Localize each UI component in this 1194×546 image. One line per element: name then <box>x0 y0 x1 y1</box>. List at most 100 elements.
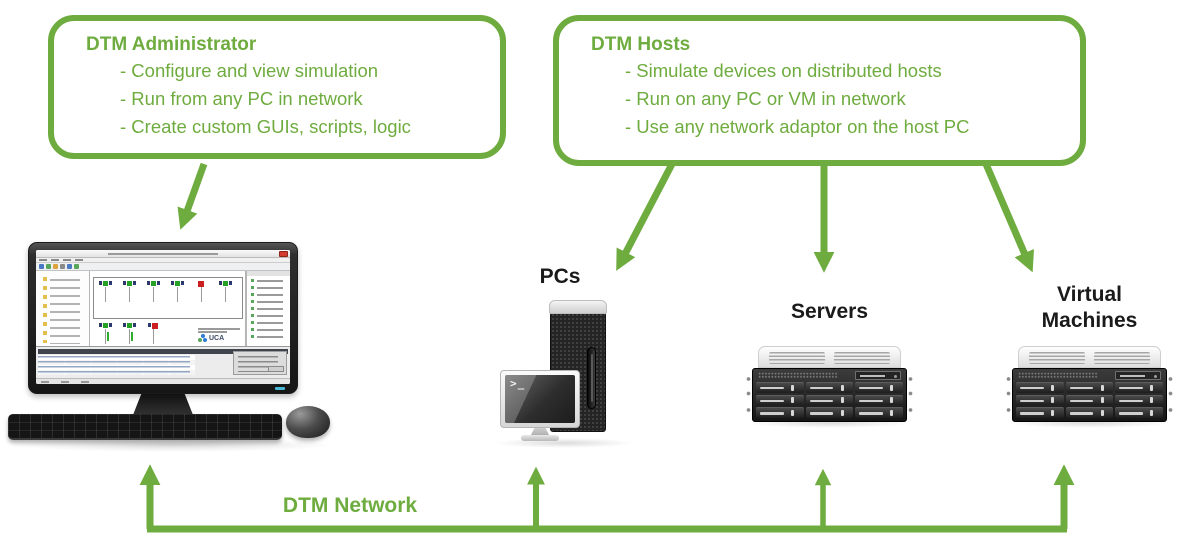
device-glyph <box>98 323 112 346</box>
terminal-monitor-stand <box>530 428 550 437</box>
drive-bay <box>1065 382 1114 393</box>
callout-bullet: - Configure and view simulation <box>120 60 379 81</box>
drive-panel <box>1115 371 1161 380</box>
callout-bullet: - Create custom GUIs, scripts, logic <box>120 116 411 137</box>
table-header <box>38 349 288 354</box>
app-titlebar <box>36 250 290 258</box>
drive-bay <box>855 394 903 406</box>
drive-bay <box>1016 407 1064 418</box>
perforation-grille <box>758 372 838 379</box>
drive-bay <box>855 407 903 418</box>
keyboard <box>8 414 282 440</box>
app-title-text <box>108 253 218 255</box>
table-text <box>38 356 191 375</box>
selection-rect <box>93 277 243 319</box>
device-glyph <box>194 281 208 305</box>
callout-dtm-administrator: DTM Administrator - Configure and view s… <box>48 15 506 159</box>
monitor: UCA <box>28 242 298 394</box>
uca-logo-text: UCA <box>209 334 225 342</box>
logo-caption-line <box>198 328 240 330</box>
drive-bay <box>756 382 804 393</box>
device-glyph <box>146 281 160 305</box>
toolbar-icon <box>60 264 65 269</box>
toolbar-icon <box>53 264 58 269</box>
device-glyph <box>122 323 136 346</box>
rack-ear <box>742 371 755 421</box>
rack-head-strip <box>1013 369 1166 382</box>
rack-ear <box>1002 371 1015 421</box>
drive-bay <box>1016 382 1064 393</box>
tower-slot <box>587 347 596 409</box>
terminal-screen: >_ <box>505 375 575 423</box>
drive-bay <box>805 407 854 418</box>
device-glyph <box>122 281 136 305</box>
servers-label: Servers <box>790 300 869 323</box>
uca-logo-icon <box>198 334 207 342</box>
drive-bay <box>805 394 854 406</box>
rack-body <box>1012 368 1167 422</box>
perforation-grille <box>1018 372 1098 379</box>
callout-bullet: - Simulate devices on distributed hosts <box>625 60 942 81</box>
monitor-screen: UCA <box>36 250 290 384</box>
terminal-monitor-base <box>521 435 559 441</box>
app-simulation-canvas: UCA <box>90 271 246 346</box>
callout-title: DTM Administrator <box>86 34 257 55</box>
shadow <box>494 438 634 448</box>
rack-ear <box>904 371 917 421</box>
rack-top-unit <box>758 346 901 368</box>
terminal-prompt: >_ <box>510 377 526 390</box>
pcs-node: >_ <box>494 296 634 452</box>
close-icon <box>279 251 288 257</box>
drive-bay <box>756 394 804 406</box>
logo-caption-line <box>198 331 228 333</box>
rack-top-unit <box>1018 346 1161 368</box>
device-glyph <box>218 281 232 305</box>
rack-body <box>752 368 907 422</box>
vent-grille <box>833 352 891 364</box>
uca-logo: UCA <box>198 328 240 342</box>
toolbar-icon <box>74 264 79 269</box>
terminal-monitor: >_ <box>500 370 580 428</box>
vms-label-line2: Machines <box>1041 309 1138 332</box>
drive-bay <box>805 382 854 393</box>
callout-bullet: - Run from any PC in network <box>120 88 363 109</box>
device-glyph <box>146 323 160 346</box>
mouse <box>286 406 330 438</box>
drive-bay <box>1115 407 1163 418</box>
shadow <box>1006 418 1173 428</box>
vms-label-line1: Virtual <box>1057 283 1122 306</box>
shadow <box>746 418 913 428</box>
servers-node <box>742 346 917 428</box>
table-side-options <box>233 351 287 375</box>
toolbar-icon <box>46 264 51 269</box>
vms-label: Virtual Machines <box>1002 282 1177 334</box>
app-toolbar <box>36 263 290 271</box>
callout-dtm-hosts: DTM Hosts - Simulate devices on distribu… <box>553 15 1086 166</box>
admin-workstation: UCA <box>8 238 338 460</box>
arrow-hosts-to-pcs <box>616 162 676 271</box>
drive-bay <box>855 382 903 393</box>
shadow <box>8 438 338 452</box>
drive-bay <box>1065 394 1114 406</box>
device-glyph <box>170 281 184 305</box>
app-right-panel <box>246 271 290 346</box>
drive-bay <box>1065 407 1114 418</box>
vms-node <box>1002 346 1177 428</box>
drive-bay <box>1016 394 1064 406</box>
callout-bullet: - Run on any PC or VM in network <box>625 88 906 109</box>
network-label: DTM Network <box>282 494 418 517</box>
callout-bullet: - Use any network adaptor on the host PC <box>625 116 970 137</box>
drive-panel <box>855 371 901 380</box>
device-glyph <box>98 281 112 305</box>
monitor-brand-logo <box>275 387 285 390</box>
vent-grille <box>1093 352 1151 364</box>
arrow-hosts-to-vms <box>982 162 1034 273</box>
app-tree-panel <box>36 271 90 346</box>
vent-grille <box>1028 352 1086 364</box>
mini-button <box>268 366 284 372</box>
pcs-label: PCs <box>539 265 581 288</box>
tower-top-cap <box>549 300 607 314</box>
dtm-admin-app-window: UCA <box>36 250 290 384</box>
rack-ear <box>1164 371 1177 421</box>
